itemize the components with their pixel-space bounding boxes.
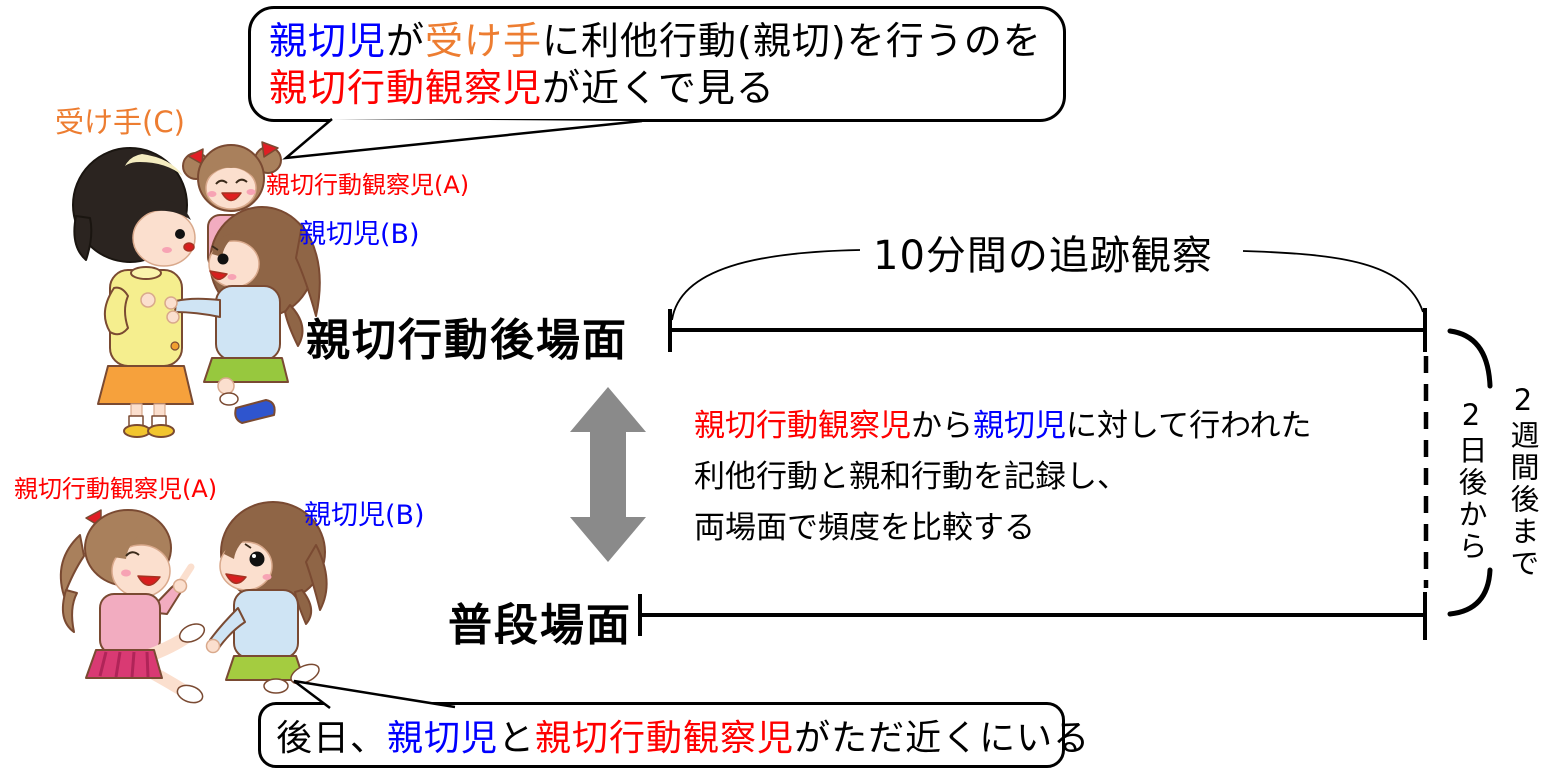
compare-double-arrow xyxy=(570,387,646,562)
child-receiver-c-figure xyxy=(72,147,196,438)
bottom-bubble-seg-later: 後日、 xyxy=(276,718,388,759)
tracking-observation-label: 10分間の追跡観察 xyxy=(873,233,1213,279)
comparison-note-line3: 両場面で頻度を比較する xyxy=(694,510,1035,546)
bottom-bubble-seg-rest: がただ近くにいる xyxy=(794,718,1091,759)
period-brace-top xyxy=(1447,328,1493,389)
top-bubble-seg-observer: 親切行動観察児 xyxy=(269,66,543,110)
period-brace-bottom xyxy=(1447,567,1493,617)
period-from-label: 2日後から xyxy=(1454,398,1488,563)
children-together-illustration xyxy=(59,501,328,704)
child-kind-b-figure xyxy=(164,206,321,424)
top-bubble-seg-receiver: 受け手 xyxy=(425,19,543,63)
comparison-note-line2: 利他行動と親和行動を記録し、 xyxy=(694,459,1128,495)
tracking-curve-left xyxy=(671,249,861,321)
bottom-bubble-seg-to: と xyxy=(498,718,536,759)
receiver-c-label: 受け手(C) xyxy=(55,105,185,139)
note-seg-observer: 親切行動観察児 xyxy=(694,408,911,444)
kind-child-b-label-bottom: 親切児(B) xyxy=(304,500,425,531)
top-bubble-seg-rest2: が近くで見る xyxy=(542,66,775,110)
observer-a-label-bottom: 親切行動観察児(A) xyxy=(14,475,218,503)
top-bubble-seg-rest1: に利他行動(親切)を行うのを xyxy=(542,19,1042,63)
after-kindness-scene-heading: 親切行動後場面 xyxy=(306,315,628,366)
comparison-note-line1: 親切行動観察児から親切児に対して行われた xyxy=(694,401,1312,452)
observer-a-label-top: 親切行動観察児(A) xyxy=(266,171,470,199)
top-speech-bubble: 親切児が受け手に利他行動(親切)を行うのを 親切行動観察児が近くで見る xyxy=(248,6,1066,122)
period-until-label: 2週間後まで xyxy=(1506,383,1540,580)
top-bubble-line1: 親切児が受け手に利他行動(親切)を行うのを xyxy=(269,18,1063,65)
top-bubble-line2: 親切行動観察児が近くで見る xyxy=(269,65,1063,112)
bottom-speech-bubble: 後日、親切児と親切行動観察児がただ近くにいる xyxy=(258,702,1089,768)
bottom-bubble-seg-kind-child: 親切児 xyxy=(387,718,499,759)
kind-child-b-label-top: 親切児(B) xyxy=(299,219,420,250)
top-bubble-seg-ga: が xyxy=(386,19,426,63)
tracking-curve-right xyxy=(1242,250,1424,313)
usual-scene-heading: 普段場面 xyxy=(448,600,632,651)
top-bubble-seg-kind-child: 親切児 xyxy=(269,19,387,63)
comparison-note: 親切行動観察児から親切児に対して行われた 利他行動と親和行動を記録し、 両場面で… xyxy=(694,401,1312,554)
note-seg-kind-child: 親切児 xyxy=(973,408,1066,444)
note-seg-from: から xyxy=(911,408,973,444)
child-observer-a-bottom-figure xyxy=(59,509,206,704)
bottom-bubble-line1: 後日、親切児と親切行動観察児がただ近くにいる xyxy=(276,709,1090,761)
top-bubble-tail xyxy=(282,118,643,160)
bottom-bubble-seg-observer: 親切行動観察児 xyxy=(535,718,795,759)
children-helping-illustration xyxy=(72,141,321,438)
note-seg-rest: に対して行われた xyxy=(1066,408,1312,444)
child-kind-b-bottom-figure xyxy=(205,501,328,694)
